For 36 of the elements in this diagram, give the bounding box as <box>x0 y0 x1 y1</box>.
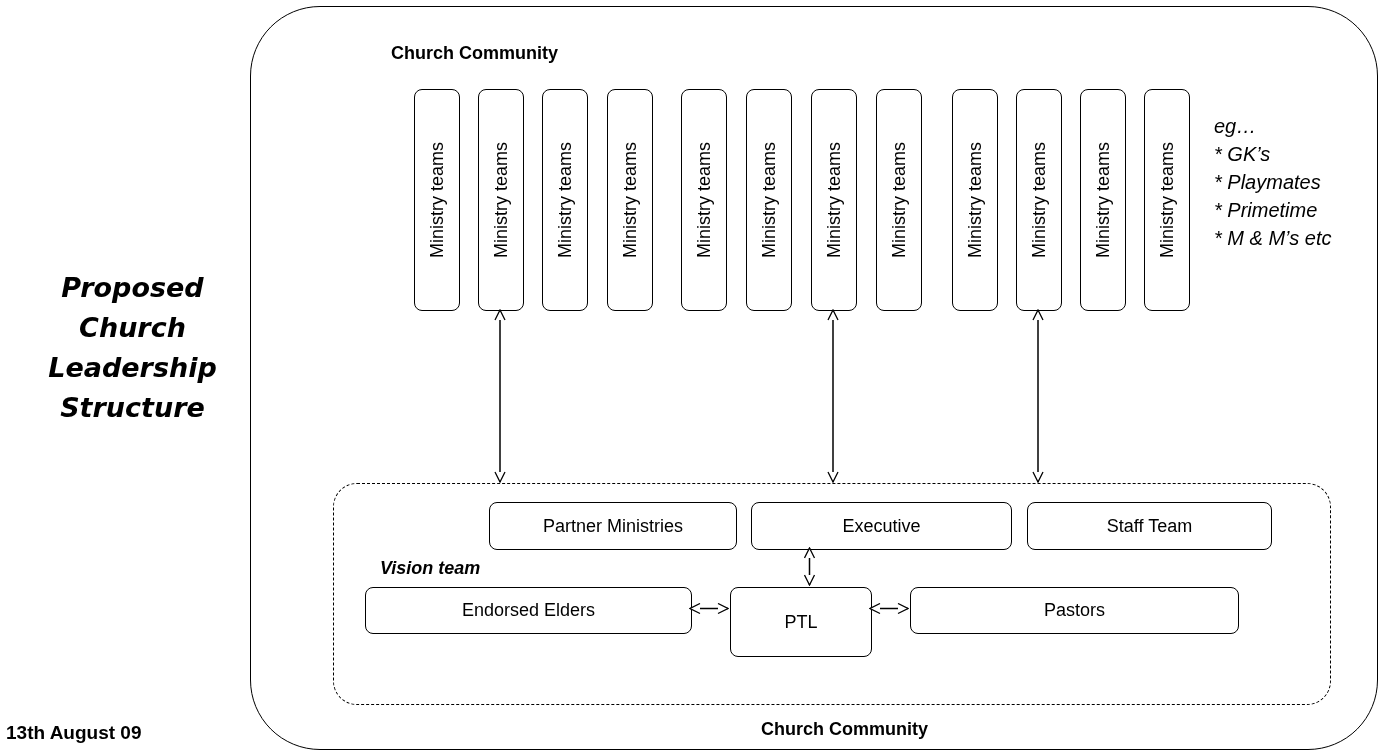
team-box: PTL <box>730 587 872 657</box>
team-box: Ministry teams <box>681 89 727 311</box>
note-text: * Playmates <box>1214 170 1321 195</box>
double-arrow <box>803 547 816 586</box>
team-box: Ministry teams <box>478 89 524 311</box>
team-box: Ministry teams <box>414 89 460 311</box>
team-box: Executive <box>751 502 1012 550</box>
double-arrow <box>869 602 909 615</box>
note-text: * M & M’s etc <box>1214 226 1332 251</box>
date-text: 13th August 09 <box>6 722 142 744</box>
team-box: Endorsed Elders <box>365 587 692 634</box>
double-arrow <box>1032 309 1044 483</box>
dashed-group-frame <box>333 483 1331 705</box>
team-box: Ministry teams <box>607 89 653 311</box>
team-box: Ministry teams <box>811 89 857 311</box>
team-box: Partner Ministries <box>489 502 737 550</box>
team-box: Staff Team <box>1027 502 1272 550</box>
double-arrow <box>689 602 729 615</box>
team-box: Ministry teams <box>952 89 998 311</box>
diagram-title: Proposed Church Leadership Structure <box>47 271 218 425</box>
group-title: Church Community <box>391 43 558 64</box>
team-box: Pastors <box>910 587 1239 634</box>
double-arrow <box>494 309 506 483</box>
team-box: Ministry teams <box>1144 89 1190 311</box>
group-title: Vision team <box>380 558 481 579</box>
note-text: eg… <box>1214 114 1257 139</box>
team-box: Ministry teams <box>1016 89 1062 311</box>
team-box: Ministry teams <box>1080 89 1126 311</box>
note-text: * Primetime <box>1214 198 1318 223</box>
note-text: * GK’s <box>1214 142 1271 167</box>
group-title: Church Community <box>761 719 928 740</box>
double-arrow <box>827 309 839 483</box>
team-box: Ministry teams <box>876 89 922 311</box>
team-box: Ministry teams <box>746 89 792 311</box>
group-frame <box>250 6 1378 750</box>
team-box: Ministry teams <box>542 89 588 311</box>
